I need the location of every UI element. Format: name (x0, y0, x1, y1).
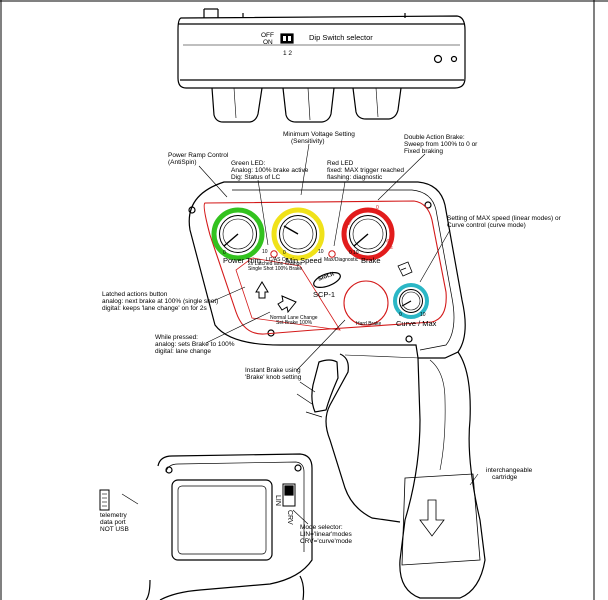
knob-min-speed[interactable] (271, 207, 325, 261)
knob-power-trim-label: Power Trim (223, 256, 261, 265)
control-panel (203, 200, 447, 335)
logo (313, 272, 341, 288)
led1-label: LC/AS On (266, 257, 289, 263)
leader-lines (121, 143, 479, 525)
brake-zero-label: 0 (376, 205, 379, 211)
scale-max-4: 10 (420, 312, 426, 318)
scale-max-1: 10 (262, 249, 268, 255)
crv-label: CRV (286, 510, 293, 525)
knob-brake[interactable] (341, 207, 395, 261)
dip-switch-unit (177, 8, 466, 123)
model-label: SCP-1 (313, 290, 336, 299)
dip-switch-title: Dip Switch selector (309, 33, 373, 42)
lower-controller (99, 453, 313, 600)
scale-min-2: 0 (283, 250, 286, 256)
hard-brake-label: Hard Brake (356, 321, 382, 327)
dip-switch-numbers: 1 2 (283, 50, 293, 57)
knob-brake-label: Brake (361, 256, 381, 265)
knob-curve-max[interactable] (393, 283, 429, 319)
scale-max-3: 10 (353, 250, 359, 256)
white-button-arrow[interactable] (277, 295, 297, 314)
knob-min-speed-label: Min Speed (286, 256, 322, 265)
knob-curve-max-label: Curve / Max (396, 319, 437, 328)
scale-min-1: 0 (223, 250, 226, 256)
knob-power-trim[interactable] (211, 207, 265, 261)
dip-off-label: OFF (261, 32, 274, 39)
scale-min-3: 0 (349, 250, 352, 256)
scale-max-2: 10 (318, 249, 324, 255)
lin-label: LIN (274, 495, 281, 506)
green-led (270, 250, 278, 258)
scale-min-4: 0 (399, 312, 402, 318)
controller-body (188, 181, 486, 599)
dip-on-label: ON (263, 39, 273, 46)
hard-brake-button[interactable] (343, 280, 389, 326)
red-led (328, 250, 336, 258)
led2-label: Max/Diagnostic (324, 257, 359, 263)
mode-icon (397, 261, 413, 277)
latched-button-arrow[interactable] (255, 281, 269, 299)
